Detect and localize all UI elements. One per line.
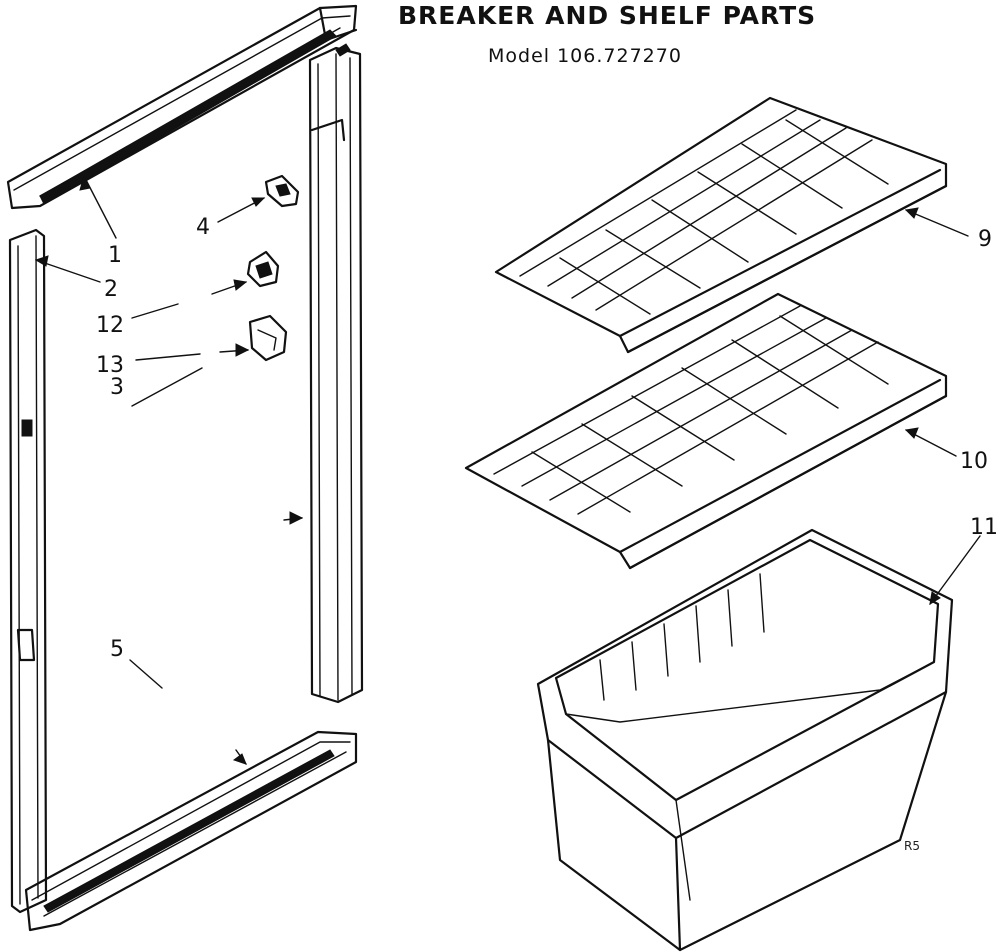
part-10-wire-shelf [464, 292, 948, 570]
callout-1: 1 [108, 243, 122, 268]
part-12-clip [246, 250, 280, 288]
corner-mark: R5 [904, 839, 920, 853]
callout-9: 9 [978, 227, 992, 252]
callout-13: 13 [96, 353, 124, 378]
part-5-bottom-breaker [24, 730, 358, 932]
callout-11: 11 [970, 515, 998, 540]
callout-10: 10 [960, 449, 988, 474]
callout-4: 4 [196, 215, 210, 240]
part-13-clip [248, 314, 288, 362]
callout-2: 2 [104, 277, 118, 302]
diagram-title: BREAKER AND SHELF PARTS [398, 1, 816, 30]
part-4-clip [264, 174, 300, 208]
callout-5: 5 [110, 637, 124, 662]
part-11-drawer-bin [536, 528, 954, 952]
part-1-top-breaker [6, 4, 358, 210]
leader-lines [34, 174, 981, 765]
part-9-wire-shelf [494, 96, 948, 354]
part-3-right-breaker [308, 43, 364, 704]
diagram-subtitle: Model 106.727270 [488, 45, 682, 67]
callout-3: 3 [110, 375, 124, 400]
part-2-left-breaker [8, 228, 48, 914]
callout-12: 12 [96, 313, 124, 338]
